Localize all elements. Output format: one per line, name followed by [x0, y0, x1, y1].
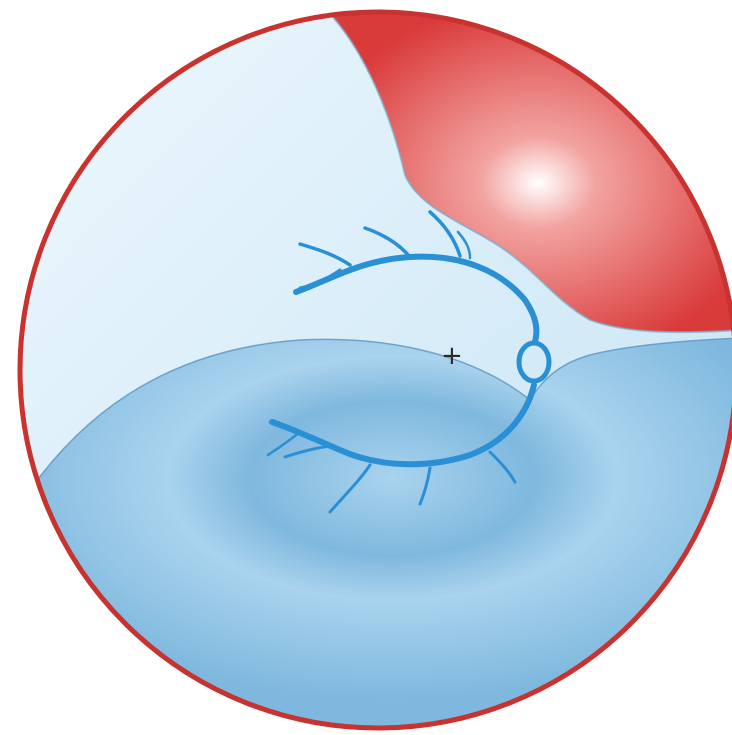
- plus-marker-icon: +: [441, 341, 463, 371]
